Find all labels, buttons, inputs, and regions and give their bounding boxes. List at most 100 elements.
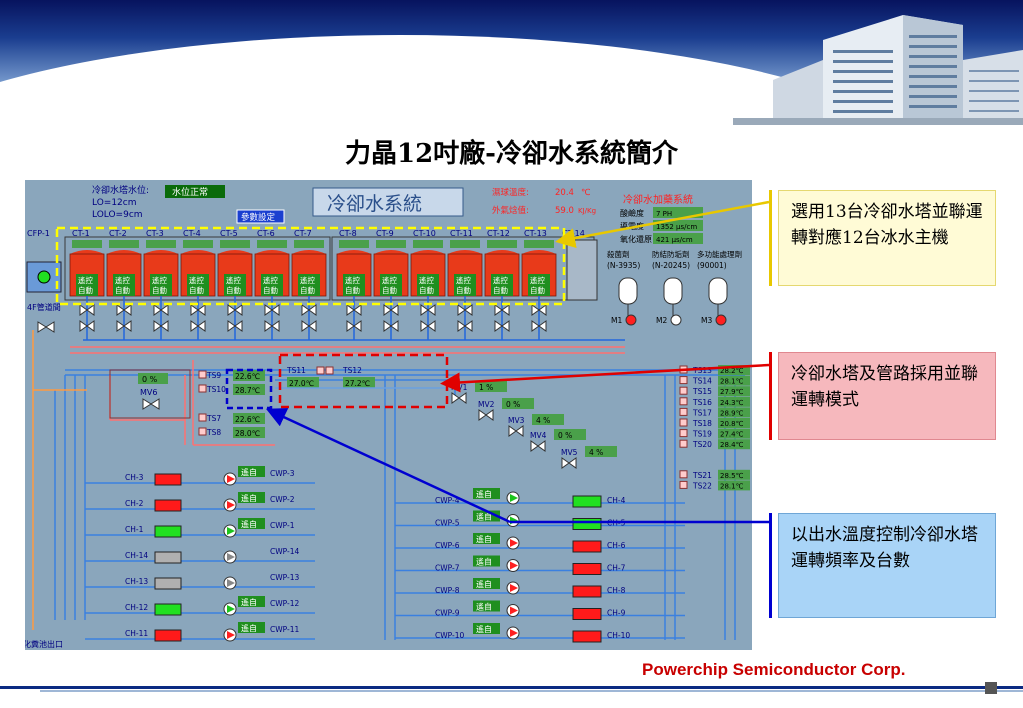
cwp-mode-box[interactable] — [238, 596, 265, 607]
valve-body-icon[interactable] — [508, 425, 517, 437]
chiller-body[interactable] — [572, 630, 602, 643]
valve-body-icon[interactable] — [530, 440, 539, 452]
tower-valve-2-icon[interactable] — [346, 320, 355, 332]
chiller-body[interactable] — [154, 473, 182, 486]
tower-valve-icon[interactable] — [227, 304, 236, 316]
cwp-mode-box[interactable] — [473, 578, 500, 589]
tower-valve-2-icon[interactable] — [190, 320, 199, 332]
tower-valve-2-icon[interactable] — [116, 320, 125, 332]
tower-mode-box[interactable] — [491, 274, 513, 296]
tower-mode-box[interactable] — [380, 274, 402, 296]
tower-valve-icon[interactable] — [190, 304, 199, 316]
chiller-body[interactable] — [154, 629, 182, 642]
tower-mode-box[interactable] — [76, 274, 98, 296]
chiller-body[interactable] — [154, 525, 182, 538]
tower-mode-box[interactable] — [528, 274, 550, 296]
tower-mode-box[interactable] — [343, 274, 365, 296]
tower-mode-box[interactable] — [187, 274, 209, 296]
tower-valve-icon[interactable] — [457, 304, 466, 316]
chiller-body[interactable] — [572, 540, 602, 553]
tower-mode-box[interactable] — [113, 274, 135, 296]
valve-body-icon[interactable] — [561, 457, 570, 469]
tower-valve-2-icon[interactable] — [420, 320, 429, 332]
mv6-valve-icon[interactable] — [142, 398, 152, 410]
tower-valve-icon[interactable] — [264, 304, 273, 316]
tower-valve-2-icon[interactable] — [264, 320, 273, 332]
valve-4f-icon[interactable] — [37, 321, 47, 333]
chiller-body[interactable] — [154, 499, 182, 512]
valve-body-icon[interactable] — [478, 409, 487, 421]
cfp-pump-icon[interactable] — [37, 270, 51, 284]
chiller-body[interactable] — [154, 603, 182, 616]
valve-body-icon[interactable] — [451, 392, 460, 404]
tower-valve-2-icon[interactable] — [383, 320, 392, 332]
tower-valve-2-icon[interactable] — [457, 320, 466, 332]
tower-valve-icon[interactable] — [420, 304, 429, 316]
chiller-body[interactable] — [572, 518, 602, 530]
cwp-mode-box[interactable] — [473, 600, 500, 612]
tower-valve-2-icon[interactable] — [79, 320, 88, 332]
tower-valve-icon[interactable] — [116, 304, 125, 316]
chem-pump-icon[interactable] — [670, 314, 682, 326]
tower-mode-box[interactable] — [417, 274, 439, 296]
cwp-mode-box[interactable] — [238, 466, 265, 477]
cwp-mode-box[interactable] — [473, 533, 500, 544]
chiller-body[interactable] — [572, 608, 602, 620]
tower-valve-icon[interactable] — [79, 304, 88, 316]
tower-valve-icon[interactable] — [494, 304, 503, 316]
chiller-body[interactable] — [572, 495, 602, 508]
cwp-mode-box[interactable] — [473, 623, 500, 634]
param-setting-button[interactable] — [236, 209, 285, 224]
tower-valve-icon[interactable] — [383, 304, 392, 316]
tower-valve-2-icon[interactable] — [494, 320, 503, 332]
cwp-mode-box[interactable] — [473, 555, 500, 567]
chiller-body[interactable] — [572, 563, 602, 575]
tower-valve-2-icon[interactable] — [301, 320, 310, 332]
tower-valve-icon[interactable] — [153, 304, 162, 316]
cwp-mode-box[interactable] — [238, 492, 265, 503]
cwp-mode-box[interactable] — [473, 488, 500, 499]
cwp-mode-box[interactable] — [473, 510, 500, 522]
chem-pump-icon[interactable] — [715, 314, 727, 326]
tower-valve-icon[interactable] — [301, 304, 310, 316]
tower-valve-2-icon[interactable] — [153, 320, 162, 332]
cwp-mode-box[interactable] — [238, 518, 265, 529]
chem-pump-icon[interactable] — [625, 314, 637, 326]
tower-mode-box[interactable] — [150, 274, 172, 296]
cwp-mode-box[interactable] — [238, 622, 265, 633]
tower-mode-box[interactable] — [261, 274, 283, 296]
chiller-body[interactable] — [572, 585, 602, 598]
chiller-body[interactable] — [154, 551, 182, 564]
tower-valve-icon[interactable] — [346, 304, 355, 316]
chiller-body[interactable] — [154, 577, 182, 590]
tower-valve-icon[interactable] — [531, 304, 540, 316]
